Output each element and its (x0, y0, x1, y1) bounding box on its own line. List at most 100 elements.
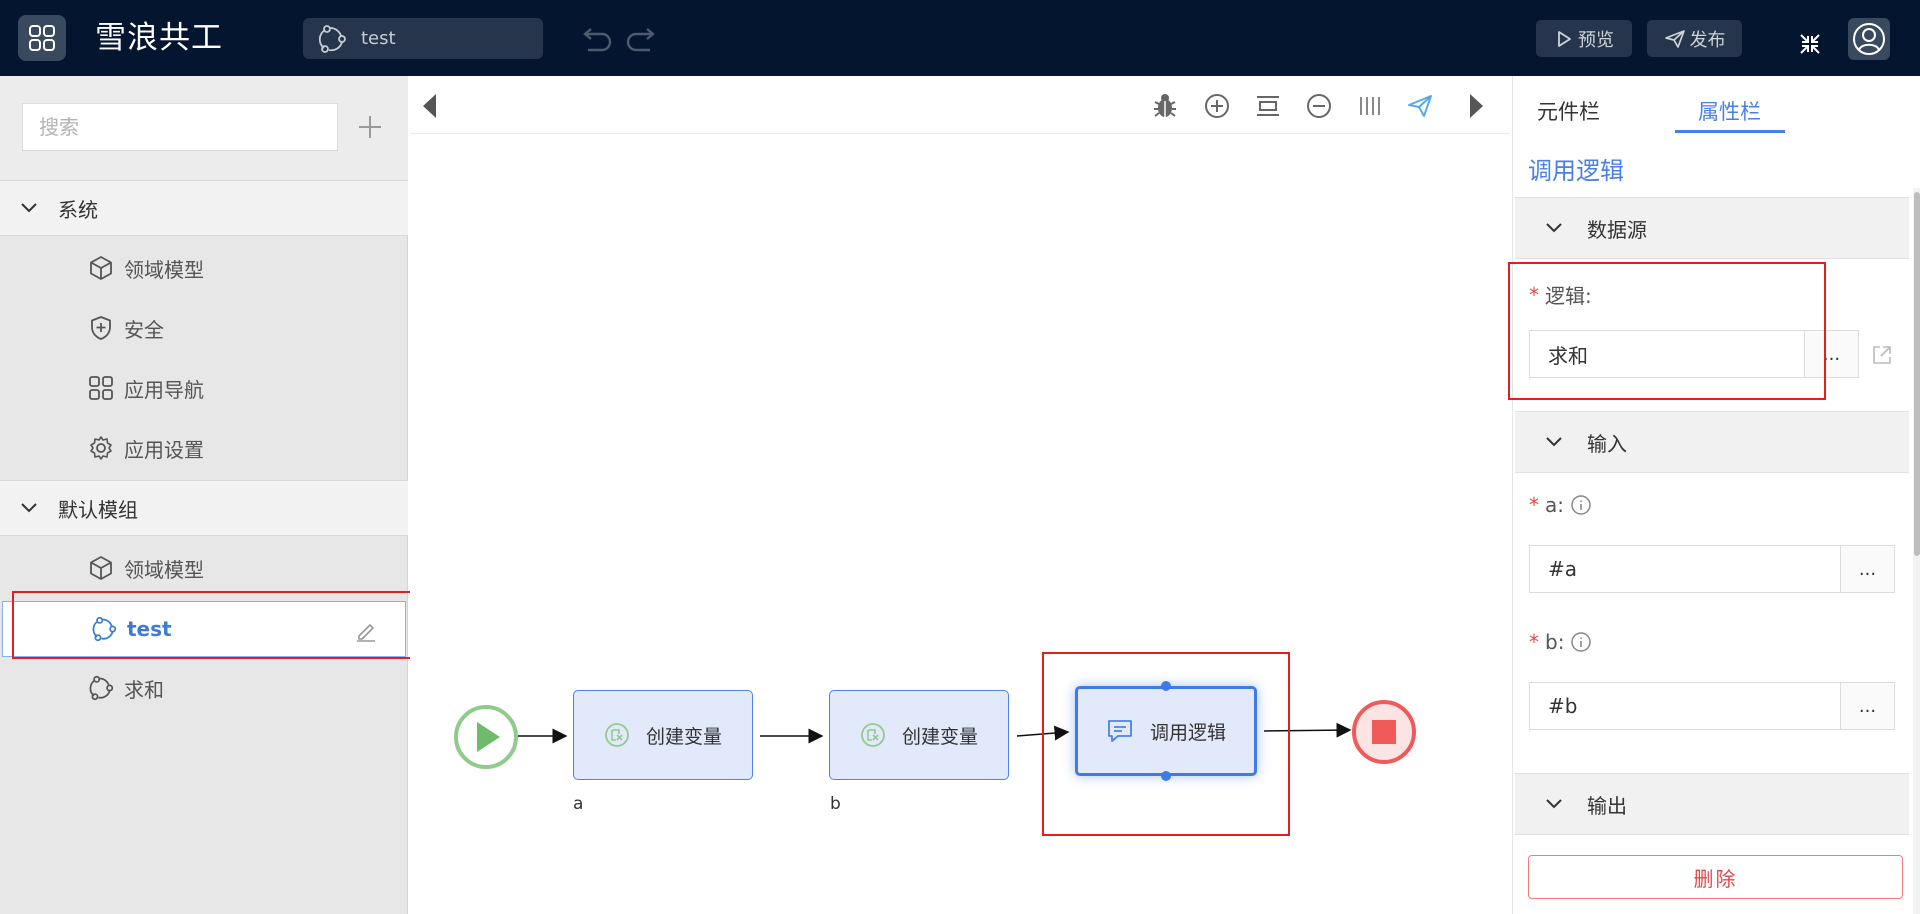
chevron-down-icon (21, 203, 37, 213)
edge (1016, 725, 1070, 741)
sidebar-item-app-settings[interactable]: 应用设置 (0, 418, 408, 478)
group-label: 系统 (58, 197, 98, 222)
node-label: 创建变量 (645, 725, 722, 748)
info-icon[interactable] (1570, 631, 1592, 653)
required-mark: * (1529, 630, 1539, 654)
field-a-label: * a: (1529, 493, 1592, 517)
sidebar-item-domain-model[interactable]: 领域模型 (0, 238, 408, 298)
top-bar: 雪浪共工 test 预览 发布 (0, 0, 1920, 76)
chevron-down-icon (1546, 223, 1562, 233)
user-avatar-icon[interactable] (1848, 18, 1890, 60)
flow-icon (89, 675, 114, 701)
gear-icon (90, 436, 112, 460)
sidebar-item-domain-model-2[interactable]: 领域模型 (0, 538, 408, 598)
edit-icon[interactable] (355, 620, 377, 642)
align-icon[interactable] (1355, 91, 1385, 121)
connection-handle-top[interactable] (1160, 680, 1172, 692)
preview-label: 预览 (1578, 29, 1614, 51)
plus-icon (359, 116, 381, 138)
tab-components[interactable]: 元件栏 (1537, 100, 1600, 124)
undo-icon[interactable] (580, 24, 614, 54)
input-b-more-button[interactable]: ... (1840, 683, 1894, 729)
node-output-name: a (573, 794, 584, 814)
input-a-more-button[interactable]: ... (1840, 546, 1894, 592)
preview-button[interactable]: 预览 (1536, 20, 1632, 57)
connection-handle-bottom[interactable] (1160, 770, 1172, 782)
sidebar-item-app-navigation[interactable]: 应用导航 (0, 358, 408, 418)
send-icon[interactable] (1405, 91, 1435, 121)
flow-canvas[interactable]: 创建变量 a 创建变量 b 调用逻辑 (410, 76, 1510, 914)
grid-icon (89, 376, 113, 400)
sidebar-item-label: 求和 (124, 677, 164, 702)
call-logic-node[interactable]: 调用逻辑 (1075, 686, 1257, 776)
required-mark: * (1529, 493, 1539, 517)
logic-select-button[interactable]: ... (1804, 331, 1858, 377)
field-logic-label: * 逻辑: (1529, 282, 1592, 309)
tab-properties[interactable]: 属性栏 (1698, 100, 1761, 124)
input-b-field[interactable]: #b ... (1529, 682, 1895, 730)
node-label: 调用逻辑 (1149, 721, 1226, 744)
section-datasource[interactable]: 数据源 (1515, 197, 1909, 259)
sidebar-item-label: 应用设置 (124, 437, 204, 462)
play-icon (1558, 30, 1571, 47)
variable-icon (605, 723, 629, 747)
sidebar-item-security[interactable]: 安全 (0, 298, 408, 358)
active-tab-indicator (1675, 130, 1785, 133)
input-a-field[interactable]: #a ... (1529, 545, 1895, 593)
logic-value: 求和 (1548, 343, 1588, 368)
zoom-out-icon[interactable] (1304, 91, 1334, 121)
debug-icon[interactable] (1150, 91, 1180, 121)
group-label: 默认模组 (58, 497, 138, 522)
sidebar-item-label: test (127, 617, 172, 641)
variable-icon (861, 723, 885, 747)
panel-title: 调用逻辑 (1528, 157, 1624, 185)
section-label: 输入 (1587, 431, 1627, 456)
collapse-left-icon[interactable] (420, 91, 440, 121)
panel-scrollbar-thumb[interactable] (1914, 192, 1920, 556)
section-input[interactable]: 输入 (1515, 411, 1909, 473)
chevron-down-icon (1546, 799, 1562, 809)
cube-icon (90, 556, 112, 580)
flow-icon (318, 24, 346, 53)
field-b-label: * b: (1529, 630, 1592, 654)
node-label: 创建变量 (901, 725, 978, 748)
sidebar-item-test[interactable]: test (2, 601, 406, 657)
zoom-in-icon[interactable] (1202, 91, 1232, 121)
property-panel: 元件栏 属性栏 调用逻辑 数据源 * 逻辑: 求和 ... 输入 * a: #a… (1512, 76, 1920, 914)
sidebar-item-label: 安全 (124, 317, 164, 342)
delete-button[interactable]: 删除 (1528, 855, 1903, 899)
app-title: 雪浪共工 (95, 20, 223, 56)
section-label: 数据源 (1587, 217, 1647, 242)
logic-field[interactable]: 求和 ... (1529, 330, 1859, 378)
publish-label: 发布 (1689, 29, 1726, 51)
publish-button[interactable]: 发布 (1647, 20, 1742, 57)
input-b-value: #b (1548, 694, 1578, 718)
required-mark: * (1529, 282, 1539, 307)
redo-icon[interactable] (624, 24, 658, 54)
current-document[interactable]: test (303, 18, 543, 59)
section-label: 输出 (1587, 793, 1627, 818)
group-header-default-module[interactable]: 默认模组 (0, 480, 408, 536)
group-header-system[interactable]: 系统 (0, 180, 408, 236)
info-icon[interactable] (1570, 494, 1592, 516)
create-variable-node-a[interactable]: 创建变量 (573, 690, 753, 780)
collapse-right-icon[interactable] (1466, 91, 1486, 121)
search-input[interactable] (22, 103, 338, 151)
cube-icon (90, 256, 112, 280)
chevron-down-icon (21, 503, 37, 513)
end-node[interactable] (1350, 698, 1418, 766)
node-output-name: b (830, 794, 841, 814)
sidebar-item-sum[interactable]: 求和 (0, 658, 408, 718)
create-variable-node-b[interactable]: 创建变量 (829, 690, 1009, 780)
exit-fullscreen-icon[interactable] (1798, 32, 1822, 56)
app-menu-icon[interactable] (18, 15, 66, 61)
flow-icon (92, 616, 117, 642)
sidebar: 系统 领域模型 安全 应用导航 应用设置 默认模组 领域模型 test (0, 76, 408, 914)
start-node[interactable] (452, 703, 520, 771)
open-logic-icon[interactable] (1871, 344, 1893, 366)
fit-view-icon[interactable] (1253, 91, 1283, 121)
add-button[interactable] (355, 109, 385, 145)
sidebar-item-label: 领域模型 (124, 557, 204, 582)
section-output[interactable]: 输出 (1515, 773, 1909, 835)
document-name: test (361, 28, 396, 49)
